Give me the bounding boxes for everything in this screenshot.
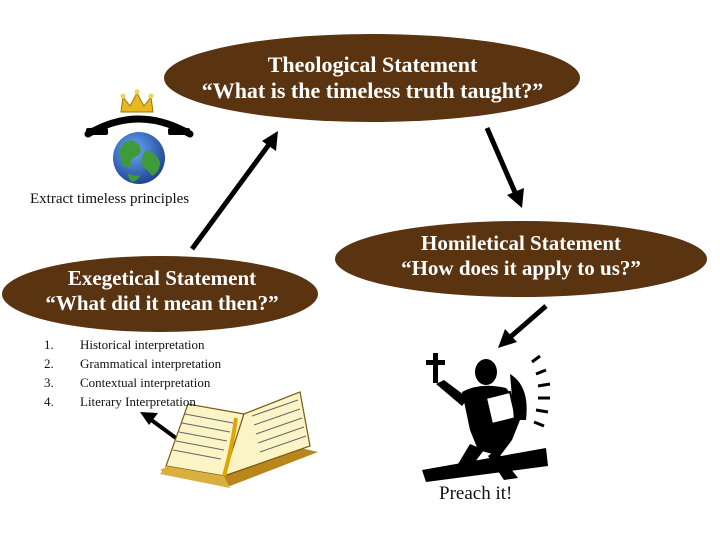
step-number: 1. — [44, 337, 54, 352]
exegetical-title: Exegetical Statement — [67, 266, 257, 290]
theological-title: Theological Statement — [267, 52, 478, 77]
homiletical-statement: Homiletical Statement “How does it apply… — [336, 231, 706, 281]
step-text: Historical interpretation — [80, 337, 205, 352]
theological-question: “What is the timeless truth taught?” — [201, 78, 544, 104]
arrow-theological-to-homiletical — [484, 127, 524, 208]
exegetical-question: “What did it mean then?” — [45, 291, 279, 316]
list-item: 1. Historical interpretation — [44, 335, 221, 354]
step-text: Literary Interpretation — [80, 394, 196, 409]
step-number: 4. — [44, 394, 54, 409]
exegetical-statement: Exegetical Statement “What did it mean t… — [4, 266, 320, 316]
preach-it-label: Preach it! — [439, 483, 513, 504]
step-text: Grammatical interpretation — [80, 356, 222, 371]
arrow-book-to-steps — [140, 412, 182, 443]
list-item: 3. Contextual interpretation — [44, 373, 221, 392]
theological-oval — [164, 34, 580, 122]
arrow-exegetical-to-theological — [189, 131, 278, 251]
list-item: 4. Literary Interpretation — [44, 392, 221, 411]
theological-statement: Theological Statement “What is the timel… — [165, 52, 580, 105]
homiletical-title: Homiletical Statement — [420, 231, 622, 255]
exegetical-oval — [2, 256, 318, 332]
crowned-globe-icon — [84, 89, 194, 184]
preacher-with-cross-icon — [422, 353, 551, 482]
step-number: 2. — [44, 356, 54, 371]
extract-principles-label: Extract timeless principles — [30, 191, 190, 207]
open-bible-icon — [160, 391, 318, 488]
homiletical-oval — [335, 221, 707, 297]
arrow-homiletical-to-preacher — [498, 304, 548, 348]
homiletical-question: “How does it apply to us?” — [401, 256, 641, 281]
step-text: Contextual interpretation — [80, 375, 211, 390]
step-number: 3. — [44, 375, 54, 390]
list-item: 2. Grammatical interpretation — [44, 354, 221, 373]
interpretation-steps-list: 1. Historical interpretation 2. Grammatica… — [44, 335, 221, 411]
